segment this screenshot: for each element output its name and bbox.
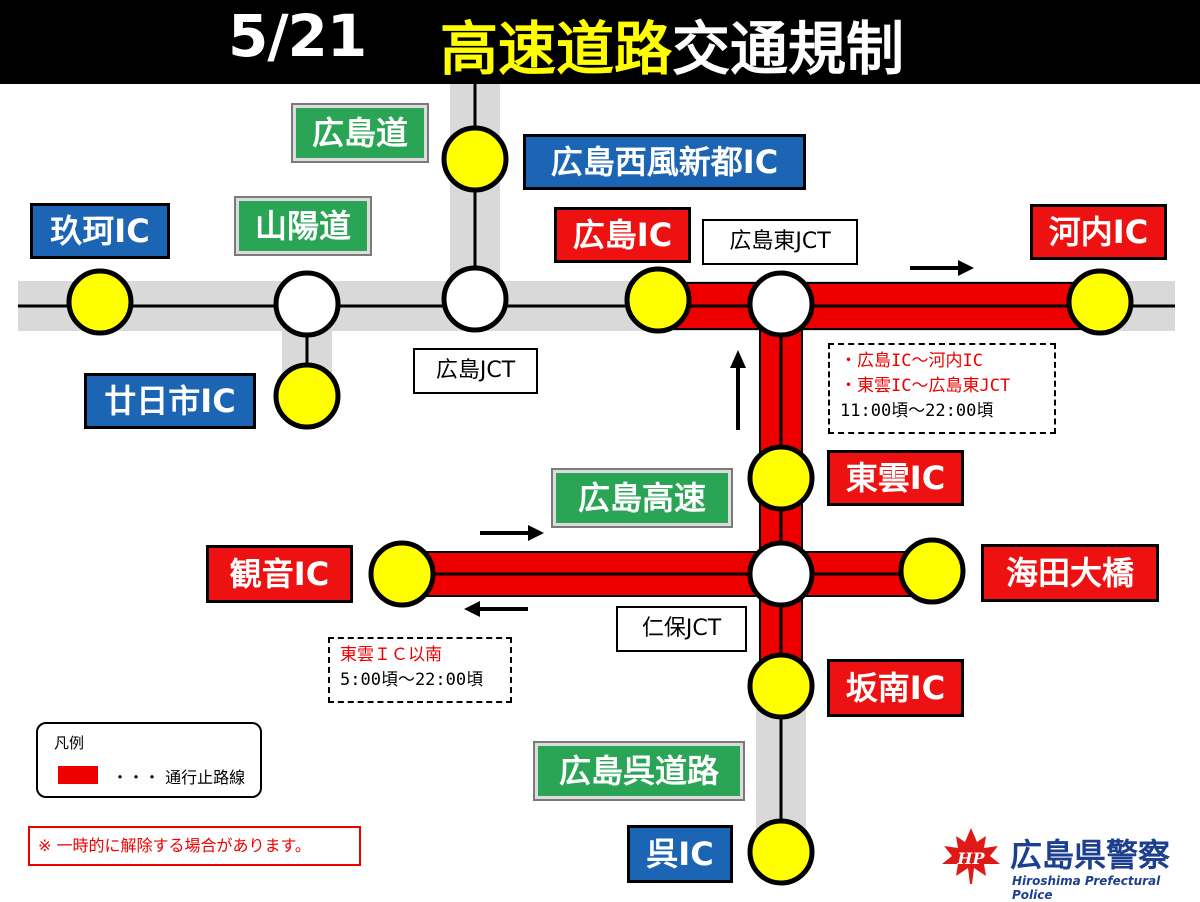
legend-closed-swatch (58, 766, 98, 784)
ic-label-kannon: 観音IC (206, 545, 353, 603)
node-sakanan (747, 652, 815, 720)
legend-title: 凡例 (54, 734, 85, 752)
ic-label-hatsukaichi: 廿日市IC (84, 373, 256, 429)
node-hiroshima-ic (624, 266, 692, 334)
node-kure (747, 818, 815, 886)
title-date: 5/21 (228, 2, 367, 70)
police-name-english: Hiroshima Prefectural Police (1012, 874, 1161, 902)
ic-label-sakanan: 坂南IC (827, 659, 964, 717)
disclaimer: ※ 一時的に解除する場合があります。 (28, 826, 361, 866)
closure-time: 11:00頃～22:00頃 (840, 401, 994, 421)
ic-label-kuga: 玖珂IC (30, 203, 170, 259)
legend: 凡例 ・・・ 通行止路線 (36, 722, 262, 798)
expressway-label-hiroshima-kosoku: 広島高速 (551, 468, 733, 528)
node-kochi (1066, 268, 1134, 336)
police-name: 広島県警察 (1010, 836, 1171, 874)
expressway-label-hiroshima-do: 広島道 (291, 103, 429, 163)
arrow-right-icon (910, 260, 974, 276)
title-highlight: 高速道路 (440, 15, 673, 83)
node-higashikumo (747, 444, 815, 512)
police-emblem-text: HP (956, 849, 985, 868)
node-kannon (368, 540, 436, 608)
ic-label-kochi: 河内IC (1030, 204, 1167, 260)
ic-label-hiroshima: 広島IC (554, 207, 691, 263)
ic-label-kure: 呉IC (627, 825, 733, 883)
node-kaita-ohashi (898, 537, 966, 605)
ic-label-kaita-ohashi: 海田大橋 (981, 544, 1159, 602)
ic-label-nishi-fushin: 広島西風新都IC (523, 134, 806, 190)
closure-section-2: ・東雲IC～広島東JCT (840, 376, 1011, 396)
jct-label-hiroshima-higashi: 広島東JCT (702, 219, 858, 265)
node-sanyo-hiroshimado-jct (273, 270, 341, 338)
node-hiroshima-jct (441, 265, 509, 333)
jct-label-hiroshima: 広島JCT (413, 348, 538, 394)
title-bar: 5/21 高速道路 交通規制 (0, 0, 1200, 84)
node-niho-jct (747, 540, 815, 608)
maple-leaf-icon: HP (942, 828, 1000, 884)
expressway-label-sanyo-do: 山陽道 (234, 196, 372, 256)
node-hiroshima-higashi-jct (747, 270, 815, 338)
closure-note-sanyo: ・広島IC～河内IC ・東雲IC～広島東JCT 11:00頃～22:00頃 (828, 343, 1056, 434)
arrow-left-icon (464, 601, 528, 617)
title-suffix: 交通規制 (672, 15, 905, 83)
closure-section-1: ・広島IC～河内IC (840, 351, 983, 371)
jct-label-niho: 仁保JCT (616, 606, 747, 652)
legend-closed-label: ・・・ 通行止路線 (112, 768, 246, 787)
closure-note-kosoku: 東雲ＩＣ以南 5:00頃～22:00頃 (328, 637, 512, 703)
node-hatsukaichi (273, 362, 341, 430)
arrow-right-icon (480, 525, 544, 541)
ic-label-higashikumo: 東雲IC (827, 450, 964, 506)
expressway-label-hiroshima-kure: 広島呉道路 (533, 741, 745, 801)
closure-time: 5:00頃～22:00頃 (340, 670, 484, 690)
arrow-up-icon (730, 350, 746, 430)
node-kuga (66, 268, 134, 336)
closure-section: 東雲ＩＣ以南 (340, 645, 442, 665)
node-nishi-fushin (441, 125, 509, 193)
